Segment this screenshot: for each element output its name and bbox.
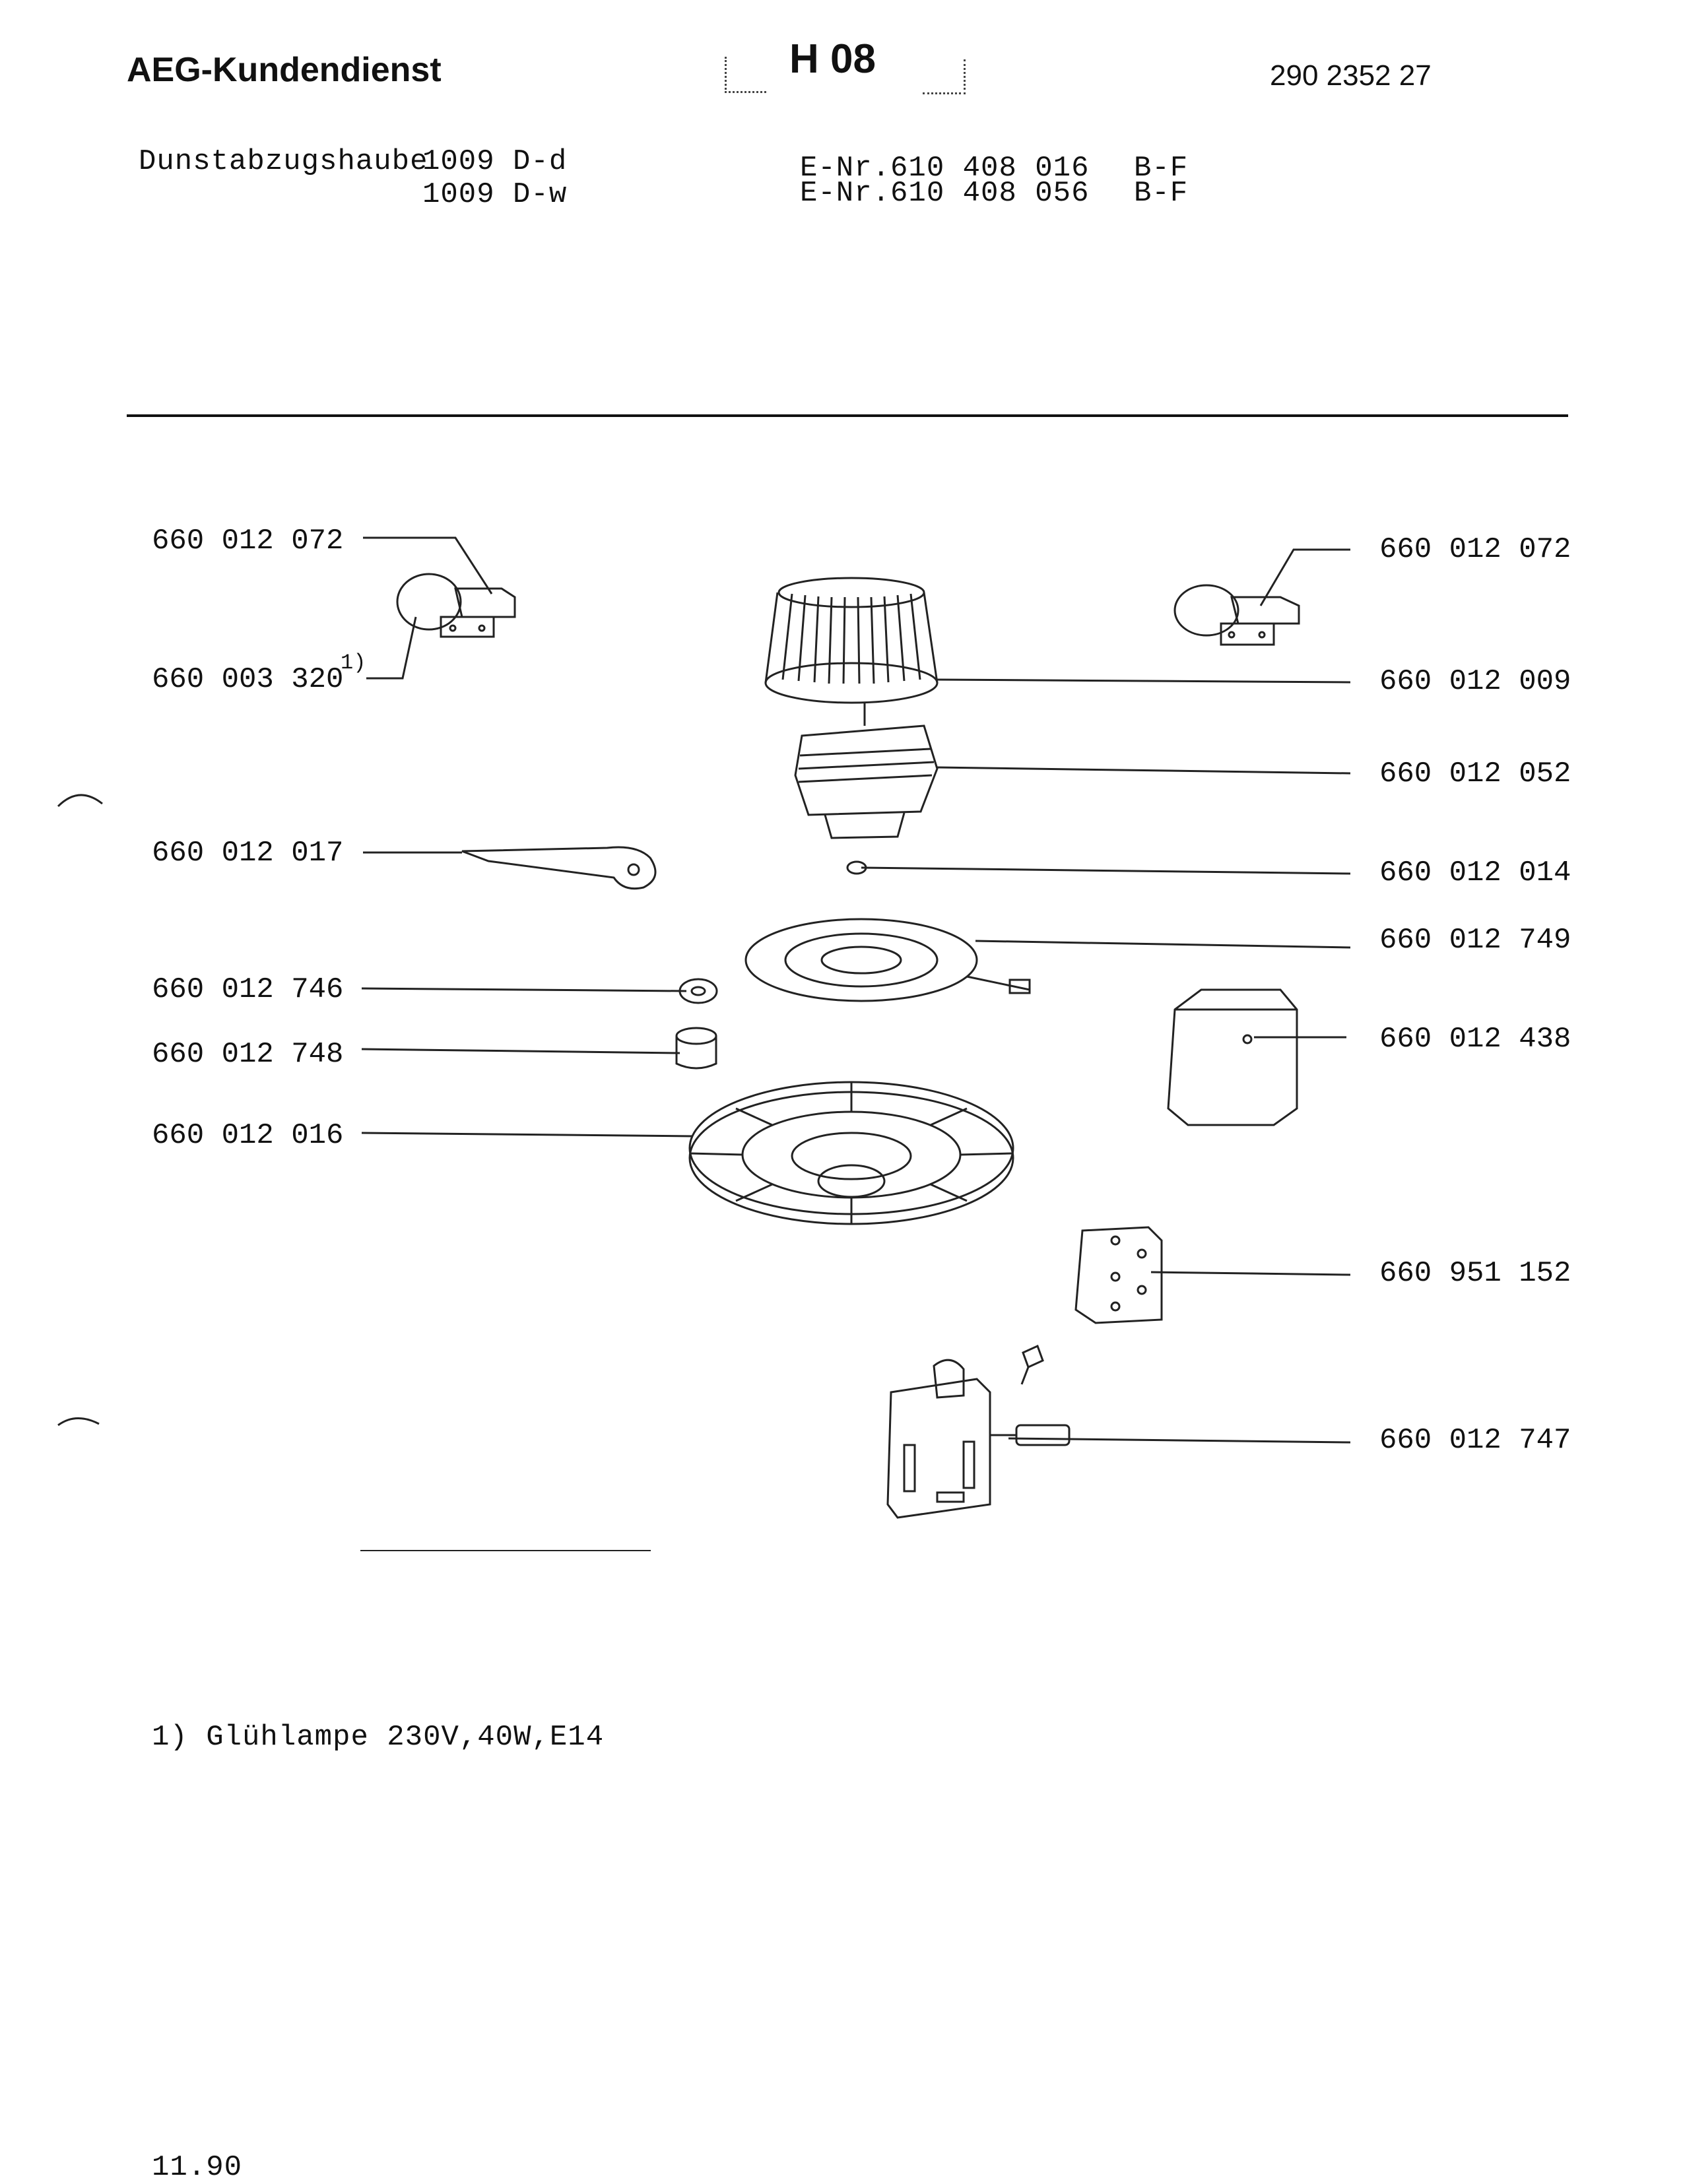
nut bbox=[678, 978, 718, 1004]
brand-title: AEG-Kundendienst bbox=[127, 51, 442, 89]
part-right-2: 660 012 009 bbox=[1379, 665, 1571, 698]
leader-right-7 bbox=[1150, 1271, 1351, 1276]
footnote: 1) Glühlampe 230V,40W,E14 bbox=[152, 1721, 605, 1754]
lever bbox=[461, 846, 657, 890]
document-number: 290 2352 27 bbox=[1270, 59, 1432, 92]
motor bbox=[794, 703, 939, 839]
e-nr-2: E-Nr.610 408 056 bbox=[800, 177, 1090, 210]
e-nr-1: E-Nr.610 408 016 bbox=[800, 152, 1090, 185]
section-code: H 08 bbox=[789, 36, 876, 82]
lamp-holder-right bbox=[1173, 584, 1300, 646]
leader-left-6 bbox=[361, 1132, 694, 1138]
part-left-5: 660 012 748 bbox=[152, 1038, 344, 1071]
leader-left-4 bbox=[361, 987, 687, 992]
leader-right-3 bbox=[937, 766, 1351, 775]
washer bbox=[846, 860, 867, 875]
leader-left-2 bbox=[366, 616, 417, 680]
model-variant-1: 1009 D-d bbox=[422, 145, 568, 178]
terminal-block bbox=[1074, 1226, 1163, 1324]
motor-plate bbox=[744, 918, 1031, 1002]
part-left-3: 660 012 017 bbox=[152, 837, 344, 870]
leader-right-1 bbox=[1259, 548, 1350, 606]
part-left-6: 660 012 016 bbox=[152, 1119, 344, 1152]
screw bbox=[1020, 1344, 1044, 1385]
part-left-4: 660 012 746 bbox=[152, 973, 344, 1006]
part-right-4: 660 012 014 bbox=[1379, 856, 1571, 889]
part-left-2-footnote-ref: 1) bbox=[341, 651, 366, 675]
capacitor-box bbox=[1167, 988, 1298, 1126]
part-right-1: 660 012 072 bbox=[1379, 533, 1571, 566]
suffix-2: B-F bbox=[1134, 177, 1189, 210]
margin-mark-1 bbox=[57, 794, 103, 808]
lamp-holder-left bbox=[396, 573, 516, 638]
suffix-1: B-F bbox=[1134, 152, 1189, 185]
grease-filter-grille bbox=[688, 1081, 1014, 1225]
model-variant-2: 1009 D-w bbox=[422, 178, 568, 211]
knob bbox=[675, 1027, 717, 1070]
fan-wheel bbox=[764, 577, 939, 704]
part-right-5: 660 012 749 bbox=[1379, 924, 1571, 957]
code-bracket-left bbox=[725, 57, 766, 93]
part-left-1: 660 012 072 bbox=[152, 525, 344, 558]
part-right-7: 660 951 152 bbox=[1379, 1257, 1571, 1290]
leader-right-8 bbox=[1008, 1437, 1351, 1444]
model-name: Dunstabzugshaube bbox=[139, 145, 428, 178]
code-bracket-right bbox=[923, 59, 966, 94]
margin-mark-2 bbox=[57, 1417, 100, 1427]
footer-date: 11.90 bbox=[152, 2151, 243, 2184]
leader-right-2 bbox=[937, 678, 1351, 684]
part-left-2: 660 003 320 bbox=[152, 663, 344, 696]
leader-left-5 bbox=[361, 1048, 680, 1054]
part-right-8: 660 012 747 bbox=[1379, 1424, 1571, 1457]
switch bbox=[886, 1359, 1071, 1519]
leader-right-5 bbox=[975, 940, 1351, 949]
part-right-3: 660 012 052 bbox=[1379, 757, 1571, 790]
part-right-6: 660 012 438 bbox=[1379, 1023, 1571, 1056]
leader-left-1 bbox=[363, 536, 493, 594]
leader-right-4 bbox=[861, 866, 1351, 875]
